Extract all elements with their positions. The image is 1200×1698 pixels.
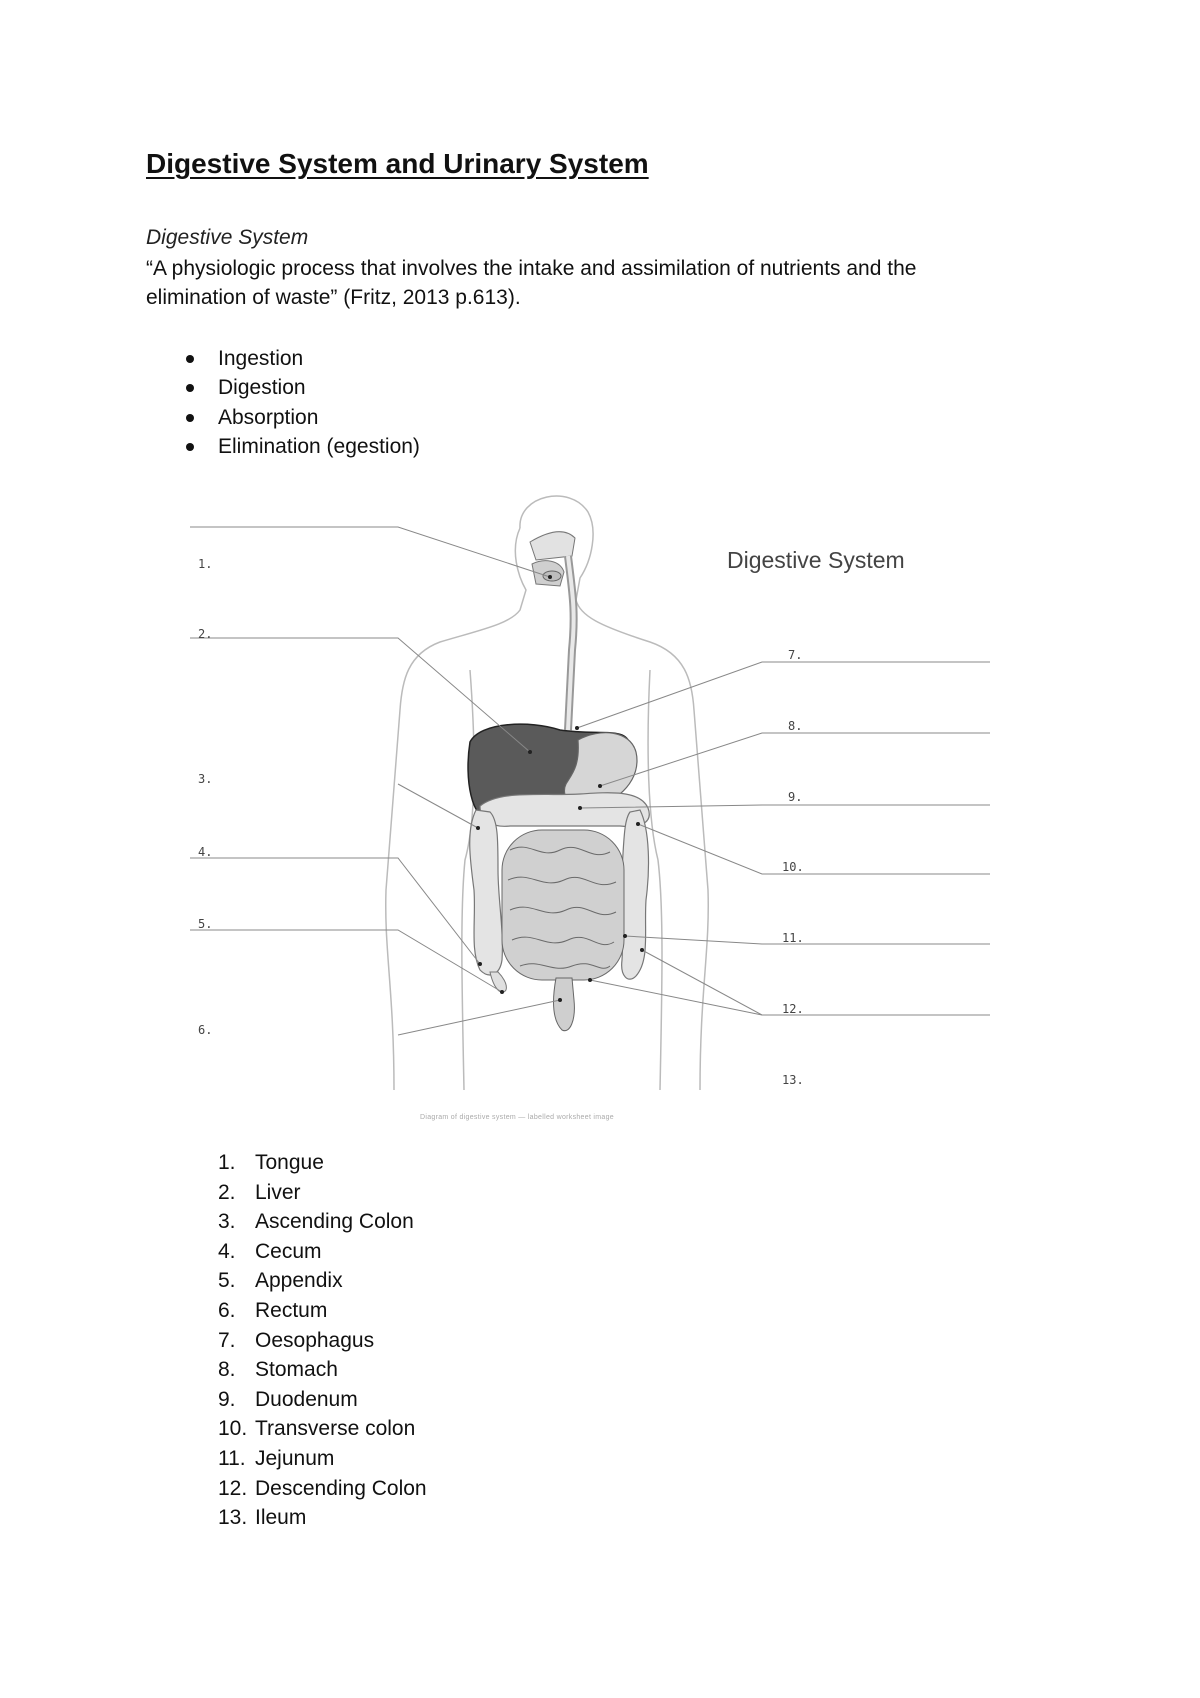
section-heading: Digestive System — [146, 226, 308, 250]
diagram-artwork — [180, 490, 1010, 1130]
list-label: Duodenum — [255, 1388, 358, 1411]
list-number: 2. — [218, 1178, 255, 1208]
marker-2: 2. — [198, 627, 212, 641]
list-label: Stomach — [255, 1358, 338, 1381]
marker-5: 5. — [198, 917, 212, 931]
list-label: Descending Colon — [255, 1477, 427, 1500]
list-number: 1. — [218, 1148, 255, 1178]
list-number: 10. — [218, 1414, 255, 1444]
marker-13: 13. — [782, 1073, 804, 1087]
marker-12: 12. — [782, 1002, 804, 1016]
list-label: Ascending Colon — [255, 1210, 414, 1233]
list-item: 1.Tongue — [218, 1148, 427, 1178]
list-label: Tongue — [255, 1151, 324, 1174]
list-item: 3.Ascending Colon — [218, 1207, 427, 1237]
small-intestine-shape — [502, 830, 624, 980]
definition-quote: “A physiologic process that involves the… — [146, 254, 1006, 312]
list-item: 13.Ileum — [218, 1503, 427, 1533]
list-label: Cecum — [255, 1240, 322, 1263]
process-bullet-list: Ingestion Digestion Absorption Eliminati… — [186, 344, 420, 461]
marker-3: 3. — [198, 772, 212, 786]
digestive-system-diagram: Digestive System 1. 2. 3. 4. 5. 6. 7. 8.… — [180, 490, 1010, 1130]
list-number: 9. — [218, 1385, 255, 1415]
list-number: 6. — [218, 1296, 255, 1326]
list-item: 7.Oesophagus — [218, 1326, 427, 1356]
bullet-item: Digestion — [186, 373, 420, 402]
list-item: 5.Appendix — [218, 1266, 427, 1296]
list-label: Oesophagus — [255, 1329, 374, 1352]
list-number: 8. — [218, 1355, 255, 1385]
list-item: 12.Descending Colon — [218, 1474, 427, 1504]
list-label: Liver — [255, 1181, 301, 1204]
list-item: 4.Cecum — [218, 1237, 427, 1267]
bullet-item: Ingestion — [186, 344, 420, 373]
list-label: Transverse colon — [255, 1417, 415, 1440]
list-number: 5. — [218, 1266, 255, 1296]
list-label: Jejunum — [255, 1447, 334, 1470]
organ-key-list: 1.Tongue 2.Liver 3.Ascending Colon 4.Cec… — [218, 1148, 427, 1533]
marker-1: 1. — [198, 557, 212, 571]
list-label: Rectum — [255, 1299, 327, 1322]
list-label: Appendix — [255, 1269, 343, 1292]
diagram-credit: Diagram of digestive system — labelled w… — [420, 1114, 614, 1121]
marker-7: 7. — [788, 648, 802, 662]
page-title: Digestive System and Urinary System — [146, 148, 649, 180]
list-number: 13. — [218, 1503, 255, 1533]
list-number: 12. — [218, 1474, 255, 1504]
list-item: 8.Stomach — [218, 1355, 427, 1385]
list-number: 4. — [218, 1237, 255, 1267]
bullet-item: Elimination (egestion) — [186, 432, 420, 461]
marker-8: 8. — [788, 719, 802, 733]
marker-11: 11. — [782, 931, 804, 945]
marker-4: 4. — [198, 845, 212, 859]
list-label: Ileum — [255, 1506, 306, 1529]
list-number: 3. — [218, 1207, 255, 1237]
list-number: 11. — [218, 1444, 255, 1474]
list-item: 11.Jejunum — [218, 1444, 427, 1474]
list-item: 6.Rectum — [218, 1296, 427, 1326]
marker-6: 6. — [198, 1023, 212, 1037]
marker-10: 10. — [782, 860, 804, 874]
diagram-title: Digestive System — [727, 547, 905, 574]
list-number: 7. — [218, 1326, 255, 1356]
list-item: 2.Liver — [218, 1178, 427, 1208]
list-item: 9.Duodenum — [218, 1385, 427, 1415]
rectum-shape — [554, 978, 575, 1031]
list-item: 10.Transverse colon — [218, 1414, 427, 1444]
bullet-item: Absorption — [186, 403, 420, 432]
marker-9: 9. — [788, 790, 802, 804]
